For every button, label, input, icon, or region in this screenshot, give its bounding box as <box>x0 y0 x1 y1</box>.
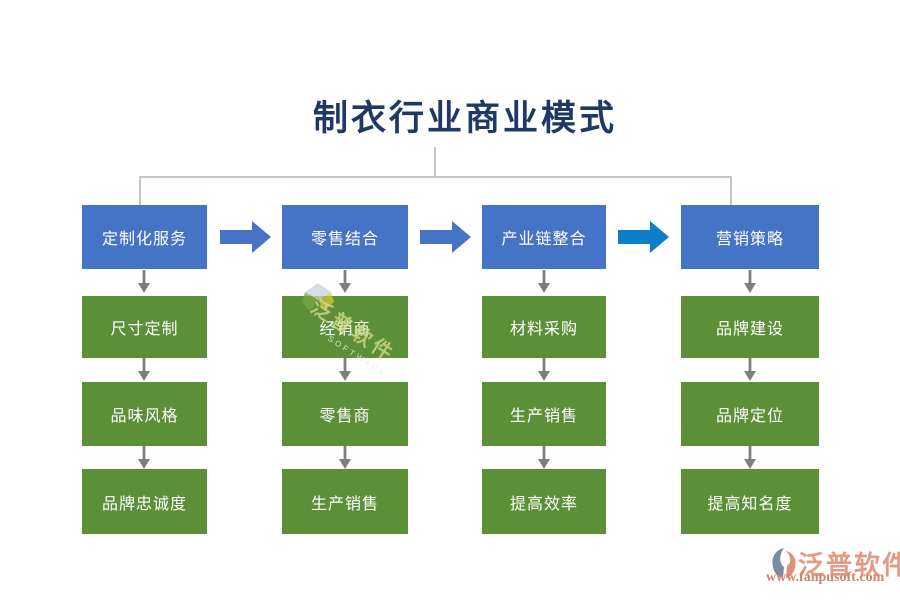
footer-watermark-brand: 泛普软件 <box>798 550 900 580</box>
item-box: 材料采购 <box>482 296 606 358</box>
connector-left-drop <box>139 177 141 205</box>
down-arrow-icon <box>744 270 756 293</box>
down-arrow-icon <box>138 270 150 293</box>
page-title: 制衣行业商业模式 <box>312 98 617 139</box>
footer-watermark-url: www.fanpusoft.com <box>766 570 885 585</box>
down-arrow-icon <box>744 358 756 381</box>
item-box: 品牌忠诚度 <box>82 469 207 534</box>
connector-right-drop <box>730 177 732 205</box>
down-arrow-icon <box>138 358 150 381</box>
header-box-industry-chain: 产业链整合 <box>482 205 606 269</box>
down-arrow-icon <box>744 446 756 469</box>
down-arrow-icon <box>339 446 351 469</box>
item-box: 品牌建设 <box>681 296 819 358</box>
fanpu-logo-icon <box>772 548 796 578</box>
right-arrow-icon <box>220 221 271 253</box>
header-box-customized-service: 定制化服务 <box>82 205 207 269</box>
down-arrow-icon <box>339 358 351 381</box>
header-box-retail-combination: 零售结合 <box>282 205 408 269</box>
down-arrow-icon <box>538 446 550 469</box>
item-box: 生产销售 <box>282 469 408 534</box>
connector-title-vertical <box>434 147 436 177</box>
header-box-marketing-strategy: 营销策略 <box>681 205 819 269</box>
connector-horizontal <box>139 176 732 178</box>
down-arrow-icon <box>138 446 150 469</box>
right-arrow-icon <box>618 221 669 253</box>
item-box: 经销商 <box>282 296 408 358</box>
item-box: 品味风格 <box>82 382 207 446</box>
down-arrow-icon <box>538 270 550 293</box>
item-box: 品牌定位 <box>681 382 819 446</box>
item-box: 提高效率 <box>482 469 606 534</box>
item-box: 生产销售 <box>482 382 606 446</box>
item-box: 提高知名度 <box>681 469 819 534</box>
item-box: 尺寸定制 <box>82 296 207 358</box>
fanpu-logo-icon <box>302 283 334 311</box>
right-arrow-icon <box>420 221 471 253</box>
item-box: 零售商 <box>282 382 408 446</box>
down-arrow-icon <box>538 358 550 381</box>
down-arrow-icon <box>339 270 351 293</box>
